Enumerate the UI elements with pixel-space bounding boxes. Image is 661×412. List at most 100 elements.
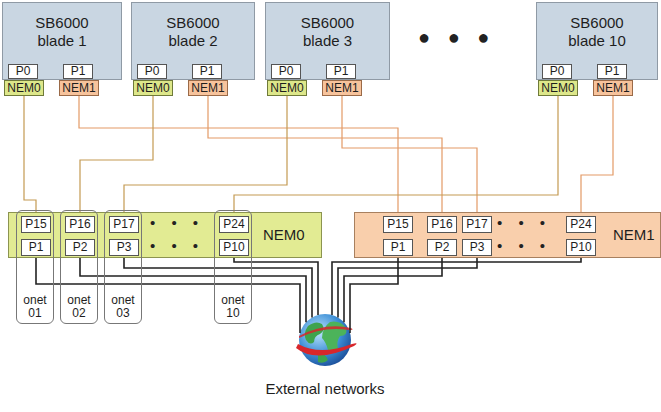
node-text: onet 03 xyxy=(105,294,141,320)
node-text: P17 xyxy=(466,218,487,231)
node-text: P1 xyxy=(29,241,44,254)
node-text: P3 xyxy=(117,241,132,254)
port-box: P17 xyxy=(462,216,492,233)
blade-link xyxy=(234,96,558,216)
ellipsis-mark: • • • xyxy=(497,214,551,231)
node-text: P0 xyxy=(145,65,160,78)
port-box: P0 xyxy=(271,64,301,79)
node-text: P2 xyxy=(435,241,450,254)
node-text: P16 xyxy=(431,218,452,231)
port-box: P2 xyxy=(65,239,95,256)
node-text: P10 xyxy=(570,241,591,254)
node-text: P24 xyxy=(570,218,591,231)
blade-box: SB6000 blade 2 P0 P1 xyxy=(131,2,255,80)
blade-box: SB6000 blade 3 P0 P1 xyxy=(265,2,390,80)
node-text: SB6000 blade 1 xyxy=(27,14,97,50)
node-text: NEM1 xyxy=(596,82,629,95)
node-text: NEM0 xyxy=(7,82,40,95)
node-text: P0 xyxy=(279,65,294,78)
onet-group: onet 10 xyxy=(214,210,252,324)
blade-box: SB6000 blade 1 P0 P1 xyxy=(2,2,122,80)
node-text: P1 xyxy=(71,65,86,78)
uplink-cable xyxy=(338,256,477,318)
node-text: NEM0 xyxy=(136,82,169,95)
port-box: P17 xyxy=(109,216,139,233)
node-text: External networks xyxy=(255,380,395,398)
node-text: P1 xyxy=(391,241,406,254)
nem0-tag: NEM0 xyxy=(538,80,578,96)
uplink-cable xyxy=(80,256,306,322)
nem1-tag: NEM1 xyxy=(593,80,633,96)
nem0-tag: NEM0 xyxy=(4,80,44,96)
nem1-tag: NEM1 xyxy=(59,80,99,96)
blade-link xyxy=(581,96,613,216)
node-text: SB6000 blade 10 xyxy=(562,14,632,50)
port-box: P0 xyxy=(542,64,572,79)
blade-link xyxy=(342,96,477,216)
ellipsis-mark: • • • xyxy=(150,237,204,254)
port-box: P3 xyxy=(462,239,492,256)
node-text: NEM1 xyxy=(191,82,224,95)
node-text: P0 xyxy=(550,65,565,78)
port-box: P2 xyxy=(427,239,457,256)
port-box: P10 xyxy=(566,239,596,256)
node-text: P10 xyxy=(223,241,244,254)
node-text: NEM1 xyxy=(613,226,655,244)
uplink-cable xyxy=(344,256,442,322)
port-box: P1 xyxy=(326,64,356,79)
port-box: P16 xyxy=(427,216,457,233)
blade-link xyxy=(24,96,36,216)
port-box: P1 xyxy=(597,64,627,79)
port-box: P16 xyxy=(65,216,95,233)
node-text: onet 01 xyxy=(17,294,53,320)
node-text: NEM0 xyxy=(263,226,305,244)
node-text: P1 xyxy=(605,65,620,78)
nem0-tag: NEM0 xyxy=(267,80,307,96)
external-network: External networks xyxy=(255,310,395,398)
node-text: P3 xyxy=(470,241,485,254)
port-box: P10 xyxy=(219,239,249,256)
orbit-swoosh xyxy=(299,326,353,338)
node-text: P2 xyxy=(73,241,88,254)
blade-link xyxy=(79,96,398,216)
node-text: NEM0 xyxy=(541,82,574,95)
node-text: NEM1 xyxy=(62,82,95,95)
node-text: P15 xyxy=(387,218,408,231)
node-text: P16 xyxy=(69,218,90,231)
node-text: P15 xyxy=(25,218,46,231)
uplink-cable xyxy=(234,256,318,315)
node-text: SB6000 blade 2 xyxy=(158,14,228,50)
nem1-tag: NEM1 xyxy=(322,80,362,96)
port-box: P1 xyxy=(21,239,51,256)
node-text: NEM0 xyxy=(270,82,303,95)
node-text: onet 02 xyxy=(61,294,97,320)
nem1-tag: NEM1 xyxy=(188,80,228,96)
port-box: P0 xyxy=(137,64,167,79)
port-box: P3 xyxy=(109,239,139,256)
port-box: P1 xyxy=(63,64,93,79)
port-box: P15 xyxy=(383,216,413,233)
nem0-tag: NEM0 xyxy=(133,80,173,96)
orbit-swoosh xyxy=(296,343,357,355)
onet-group: onet 02 xyxy=(60,210,98,324)
onet-group: onet 01 xyxy=(16,210,54,324)
node-text: onet 10 xyxy=(215,294,251,320)
ellipsis-mark: ● ● ● xyxy=(418,26,495,49)
onet-group: onet 03 xyxy=(104,210,142,324)
node-text: P0 xyxy=(16,65,31,78)
port-box: P1 xyxy=(192,64,222,79)
uplink-cable xyxy=(124,256,312,318)
port-box: P24 xyxy=(219,216,249,233)
blade-link xyxy=(124,96,287,216)
ellipsis-mark: • • • xyxy=(497,237,551,254)
ellipsis-mark: • • • xyxy=(150,214,204,231)
node-text: SB6000 blade 3 xyxy=(293,14,363,50)
blade-link xyxy=(80,96,153,216)
port-box: P15 xyxy=(21,216,51,233)
node-text: P1 xyxy=(334,65,349,78)
port-box: P24 xyxy=(566,216,596,233)
node-text: NEM1 xyxy=(325,82,358,95)
node-text: P17 xyxy=(113,218,134,231)
node-text: P1 xyxy=(200,65,215,78)
port-box: P1 xyxy=(383,239,413,256)
